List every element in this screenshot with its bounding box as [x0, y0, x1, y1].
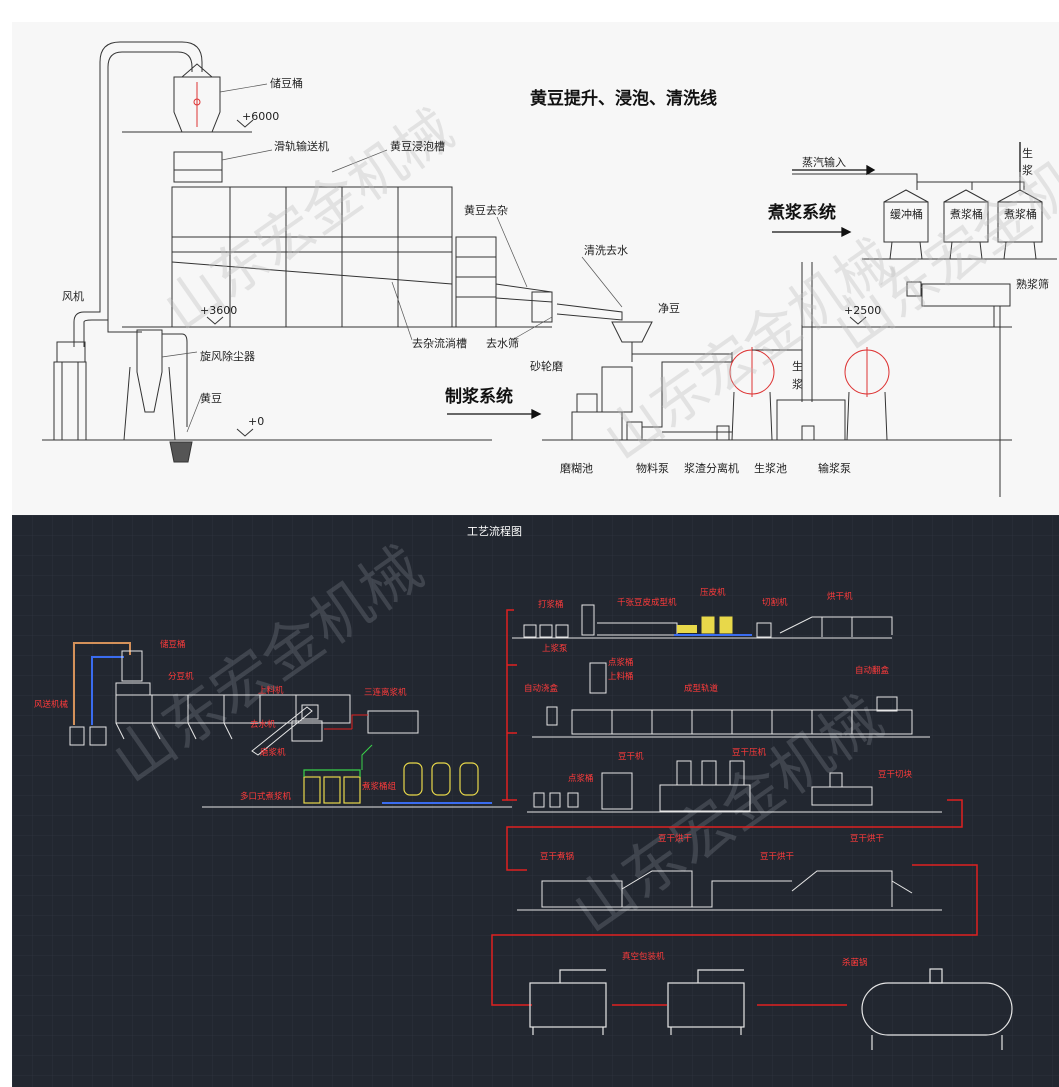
- label-slurry-tank: 磨糊池: [560, 461, 593, 475]
- process-line-elevation-drawing: 山东宏金机械 山东宏金机械 山东宏金机械 黄豆提升、浸泡、清洗线 煮浆系统 制浆…: [12, 22, 1059, 515]
- label-wash-dewater: 清洗去水: [584, 244, 628, 257]
- cad-process-flow-diagram: 工艺流程图 山东宏金机械 山东宏金机械: [12, 515, 1059, 1087]
- label-cutter: 切割机: [762, 597, 788, 608]
- label-material-pump: 物料泵: [636, 461, 669, 475]
- label-raw-pulp-vertical: 浆: [792, 377, 803, 391]
- label-soak-tank: 黄豆浸泡槽: [390, 139, 445, 153]
- label-top-elevator: 上料机: [258, 685, 284, 696]
- label-three-stage: 三连离浆机: [364, 687, 407, 698]
- label-raw-tank: 生浆池: [754, 461, 787, 475]
- label-sterilizer: 杀菌锅: [842, 957, 868, 968]
- label-grinding: 磨浆机: [260, 747, 286, 758]
- label-elevation-6000: +6000: [242, 110, 279, 123]
- label-tofu-machine: 豆干机: [618, 751, 644, 762]
- label-press1: 压皮机: [700, 587, 726, 598]
- label-split: 分豆机: [168, 671, 194, 682]
- label-steam-input: 蒸汽输入: [802, 155, 846, 169]
- label-pulp2: 点浆桶: [568, 773, 594, 784]
- label-buffer-bucket: 缓冲桶: [890, 207, 923, 221]
- label-rail-conveyor: 滑轨输送机: [274, 139, 329, 153]
- label-clean-bean: 净豆: [658, 301, 680, 315]
- cad-title: 工艺流程图: [467, 524, 522, 538]
- label-raw-pulp-top: 生: [1022, 146, 1033, 160]
- label-auto-unbox: 自动翻盒: [855, 665, 890, 676]
- label-pressing: 打浆桶: [538, 599, 564, 610]
- label-tofu-cut: 豆干切块: [878, 769, 913, 780]
- section-title-boiling: 煮浆系统: [767, 202, 836, 223]
- label-pulp-bucket: 点浆桶: [608, 657, 634, 668]
- label-upper-pump: 上浆泵: [542, 643, 568, 654]
- label-tofu-press: 豆干压机: [732, 747, 767, 758]
- label-cook-buckets: 煮浆桶组: [362, 781, 397, 792]
- drawing-title: 黄豆提升、浸泡、清洗线: [530, 88, 717, 109]
- label-grinder: 砂轮磨: [530, 359, 563, 373]
- label-cooked-screen: 熟浆筛: [1016, 277, 1049, 291]
- label-raw-pulp-vertical: 生: [792, 359, 803, 373]
- label-tofu-dryer: 豆干烘干: [658, 833, 693, 844]
- label-feeder: 上料桶: [608, 671, 634, 682]
- label-raw-pulp-top: 浆: [1022, 163, 1033, 177]
- label-storage: 储豆桶: [160, 639, 186, 650]
- label-pneumatic: 风送机械: [34, 699, 69, 710]
- cad-drawing-svg: 工艺流程图 山东宏金机械 山东宏金机械: [12, 515, 1059, 1087]
- label-cook-bucket: 煮浆桶: [950, 207, 983, 221]
- label-cyclone: 旋风除尘器: [200, 349, 255, 363]
- label-fan: 风机: [62, 289, 84, 303]
- label-trough: 去杂流淌槽: [412, 336, 467, 350]
- label-elevation-2500: +2500: [844, 304, 881, 317]
- label-tofu-boil: 豆干煮锅: [540, 851, 574, 862]
- label-transfer-pump: 输浆泵: [818, 461, 851, 475]
- label-storage-bucket: 储豆桶: [270, 76, 303, 90]
- label-elevation-0: +0: [248, 415, 264, 428]
- label-dryer1: 烘干机: [827, 591, 853, 602]
- label-vacuum-pack: 真空包装机: [622, 951, 665, 962]
- section-title-grinding: 制浆系统: [445, 386, 513, 407]
- elevation-drawing-svg: 山东宏金机械 山东宏金机械 山东宏金机械 黄豆提升、浸泡、清洗线 煮浆系统 制浆…: [42, 41, 1059, 497]
- label-dewater: 去水机: [250, 719, 276, 730]
- label-cook-bucket: 煮浆桶: [1004, 207, 1037, 221]
- label-destoner: 黄豆去杂: [464, 203, 508, 217]
- label-tofu-dryer: 豆干烘干: [760, 851, 795, 862]
- label-soybean: 黄豆: [200, 391, 222, 405]
- label-elevation-3600: +3600: [200, 304, 237, 317]
- label-tofu-line: 千张豆皮成型机: [617, 597, 677, 608]
- label-auto-feed: 自动浇盒: [524, 683, 559, 694]
- label-dewater-screen: 去水筛: [486, 336, 519, 350]
- label-separator: 浆渣分离机: [684, 461, 739, 475]
- label-forming: 成型轨道: [684, 683, 719, 694]
- label-boiling-group: 多口式煮浆机: [240, 791, 292, 802]
- label-tofu-dryer: 豆干烘干: [850, 833, 885, 844]
